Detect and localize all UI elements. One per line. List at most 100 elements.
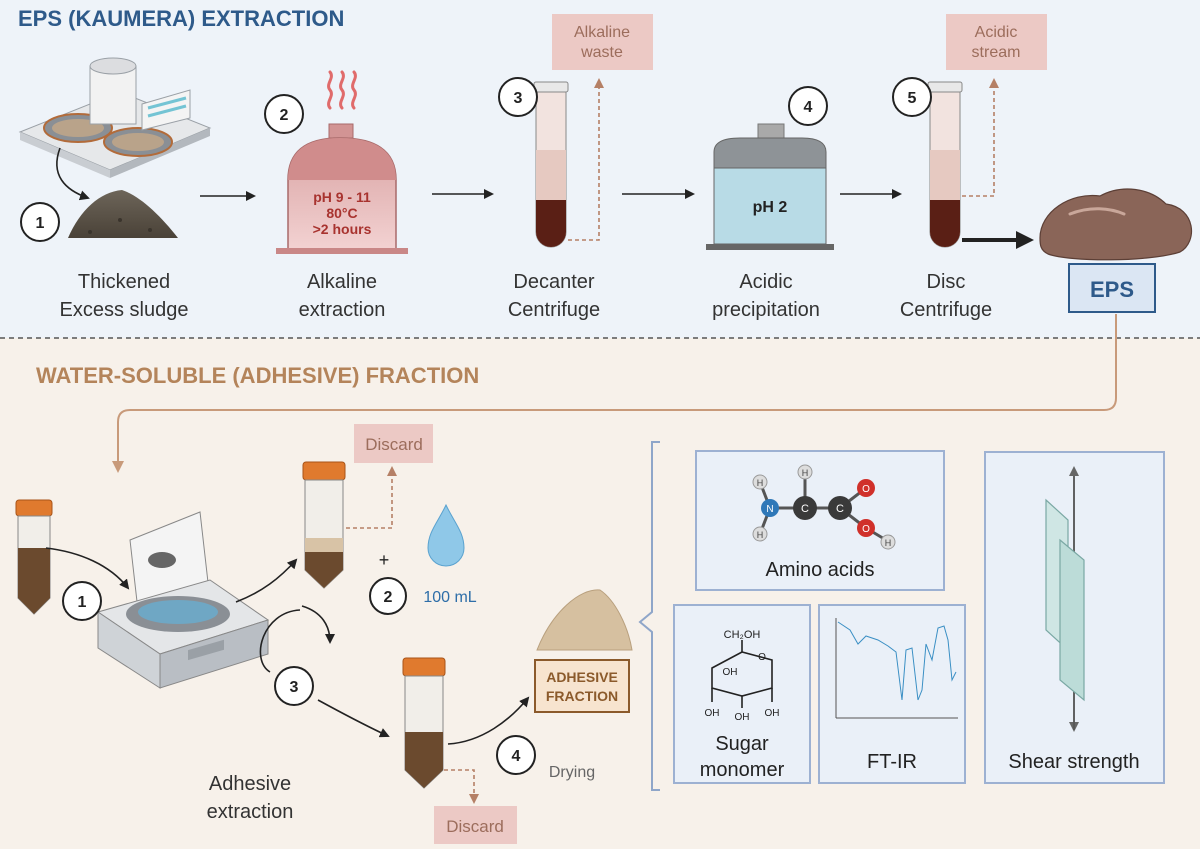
carbon-atom-1-label: C — [801, 503, 809, 515]
hydrogen-atom-2 — [752, 526, 768, 542]
adhesive-extraction-line1: Adhesive — [209, 773, 291, 795]
sugar-monomer-panel — [673, 604, 811, 784]
discard-top-arrow — [346, 466, 397, 529]
shear-test-icon — [1045, 466, 1085, 732]
reactor-duration: >2 hours — [313, 221, 372, 237]
nitrogen-atom-label: N — [766, 504, 773, 515]
step-4-label-line2: precipitation — [712, 299, 820, 321]
acidic-stream-box — [946, 14, 1047, 70]
step-5-badge: 5 — [892, 77, 932, 117]
decanter-tube-icon — [533, 81, 569, 248]
falcon-tube-final-icon — [402, 657, 446, 789]
sugar-monomer-line2: monomer — [700, 759, 785, 781]
oxygen-atom-1-label: O — [862, 484, 870, 495]
tube-to-centrifuge-arrow — [45, 547, 130, 590]
adhesive-fraction-box — [534, 659, 630, 713]
svg-text:3: 3 — [514, 90, 523, 107]
adhesive-powder-icon — [536, 589, 633, 651]
hydrogen-atom-2-label: H — [757, 530, 764, 540]
step-3-label-line2: Centrifuge — [508, 299, 600, 321]
precipitation-tank-icon — [706, 123, 834, 250]
reactor-ph: pH 9 - 11 — [313, 189, 371, 205]
step-3-label-line1: Decanter — [513, 271, 594, 293]
oxygen-atom-1 — [857, 479, 875, 497]
step-2-label-line1: Alkaline — [307, 271, 377, 293]
hydrogen-atom-4-label: H — [885, 538, 892, 548]
alkaline-reactor-icon — [276, 123, 408, 254]
svg-text:1: 1 — [36, 215, 45, 232]
bottom-step-3-badge: 3 — [274, 666, 314, 706]
sugar-oh-label-4: OH — [765, 708, 780, 719]
discard-bottom-box — [434, 806, 517, 844]
water-volume-label: 100 mL — [423, 589, 476, 606]
hydrogen-atom-1 — [752, 474, 768, 490]
hydrogen-atom-4 — [880, 534, 896, 550]
bottom-section-title: WATER-SOLUBLE (ADHESIVE) FRACTION — [36, 363, 479, 388]
svg-text:2: 2 — [280, 107, 289, 124]
adhesive-fraction-line1: ADHESIVE — [546, 669, 618, 685]
bottom-step-2-badge: 2 — [369, 577, 407, 615]
hydrogen-atom-3 — [797, 464, 813, 480]
loop-arrow-right — [301, 605, 335, 644]
oxygen-atom-2 — [857, 519, 875, 537]
svg-text:1: 1 — [78, 594, 87, 611]
step-1-badge: 1 — [20, 202, 60, 242]
carbon-atom-2-label: C — [836, 503, 844, 515]
step-5-label-line1: Disc — [927, 271, 966, 293]
sugar-oh-label-2: OH — [705, 708, 720, 719]
ftir-label: FT-IR — [867, 751, 917, 773]
precipitation-ph: pH 2 — [753, 199, 788, 216]
loop-arrow-left — [259, 609, 301, 673]
acidic-stream-line1: Acidic — [975, 24, 1018, 41]
step-4-label-line1: Acidic — [739, 271, 792, 293]
step-2-label-line2: extraction — [299, 299, 386, 321]
centrifuge-machine-icon — [96, 511, 270, 689]
sugar-ring-icon — [711, 640, 773, 708]
alkaline-waste-box — [552, 14, 653, 70]
discard-bottom-arrow — [444, 769, 479, 804]
eps-to-adhesive-connector — [112, 314, 1117, 473]
centrifuge-to-supernatant-arrow — [235, 558, 298, 603]
oxygen-atom-2-label: O — [862, 524, 870, 535]
step-2-badge: 2 — [264, 94, 304, 134]
falcon-tube-input-icon — [15, 499, 53, 615]
eps-label: EPS — [1090, 277, 1134, 302]
step-1-label-line1: Thickened — [78, 271, 170, 293]
drying-arrow — [447, 696, 530, 745]
disc-centrifuge-tube-icon — [927, 81, 963, 248]
svg-text:5: 5 — [908, 90, 917, 107]
hydrogen-atom-1-label: H — [757, 478, 764, 488]
sugar-ring-oxygen-label: O — [758, 652, 766, 663]
treatment-plant-icon — [18, 57, 212, 178]
adhesive-fraction-line2: FRACTION — [546, 688, 618, 704]
step-5-label-line2: Centrifuge — [900, 299, 992, 321]
sludge-pile-icon — [68, 190, 178, 238]
svg-text:4: 4 — [512, 748, 521, 765]
heat-waves-icon — [327, 70, 357, 110]
falcon-tube-supernatant-icon — [302, 461, 346, 589]
ftir-spectrum-icon — [835, 618, 958, 719]
amino-acids-panel — [695, 450, 945, 591]
plant-to-sludge-arrow — [56, 147, 90, 201]
step-4-badge: 4 — [788, 86, 828, 126]
nitrogen-atom — [761, 499, 779, 517]
sugar-ch2oh-label: CH₂OH — [724, 629, 761, 641]
discard-top-box — [354, 424, 433, 463]
sugar-oh-label-3: OH — [735, 712, 750, 723]
to-tube-3-arrow — [317, 699, 390, 738]
plus-sign: + — [379, 550, 390, 570]
carbon-atom-1 — [793, 496, 817, 520]
amino-acids-label: Amino acids — [766, 559, 875, 581]
acidic-stream-line2: stream — [972, 44, 1021, 61]
svg-text:2: 2 — [384, 589, 393, 606]
bottom-step-4-badge: 4 — [496, 735, 536, 775]
hydrogen-atom-3-label: H — [802, 468, 809, 478]
analysis-bracket — [638, 441, 660, 791]
svg-text:4: 4 — [804, 99, 813, 116]
eps-label-box — [1068, 263, 1156, 313]
eps-material-icon — [1039, 188, 1193, 261]
svg-text:3: 3 — [290, 679, 299, 696]
drying-label: Drying — [549, 764, 595, 781]
water-drop-icon — [427, 503, 465, 567]
